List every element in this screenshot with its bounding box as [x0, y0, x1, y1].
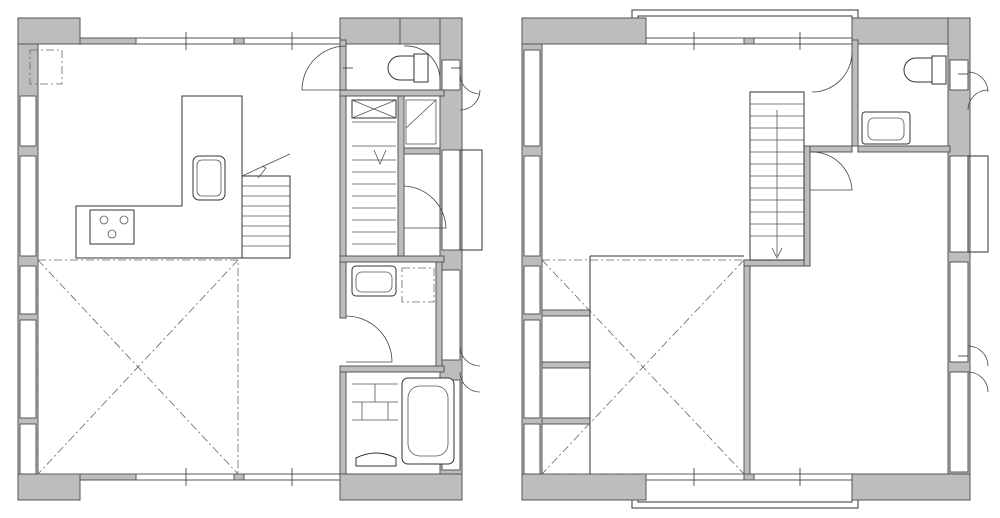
upper-floor-walls: [521, 17, 971, 501]
storage-stair: [351, 99, 437, 245]
bathtub-icon: [352, 377, 455, 467]
upper-floor-partitions: [541, 39, 951, 475]
kitchen-sink-icon: [192, 155, 226, 201]
window-ticks: [185, 32, 968, 486]
balcony-bottom: [631, 477, 859, 509]
upper-floor-stairs: [749, 91, 805, 261]
ground-floor-plan: [17, 17, 483, 501]
ground-void-cross: [37, 259, 239, 475]
upper-void-cross: [541, 255, 745, 475]
upper-washbasin-icon: [861, 111, 911, 145]
kitchen-island: [75, 95, 243, 259]
ground-floor-partitions: [339, 39, 445, 475]
upper-toilet-icon: [903, 55, 947, 85]
fridge-space: [29, 49, 63, 85]
ground-floor-stairs: [241, 153, 291, 259]
stove-icon: [89, 209, 135, 245]
ground-washbasin-icon: [351, 265, 435, 303]
balcony-top: [631, 9, 859, 41]
upper-doors: [809, 51, 989, 393]
ground-toilet-icon: [387, 53, 429, 83]
upper-floor-plan: [521, 9, 989, 509]
ground-doors: [301, 45, 483, 393]
